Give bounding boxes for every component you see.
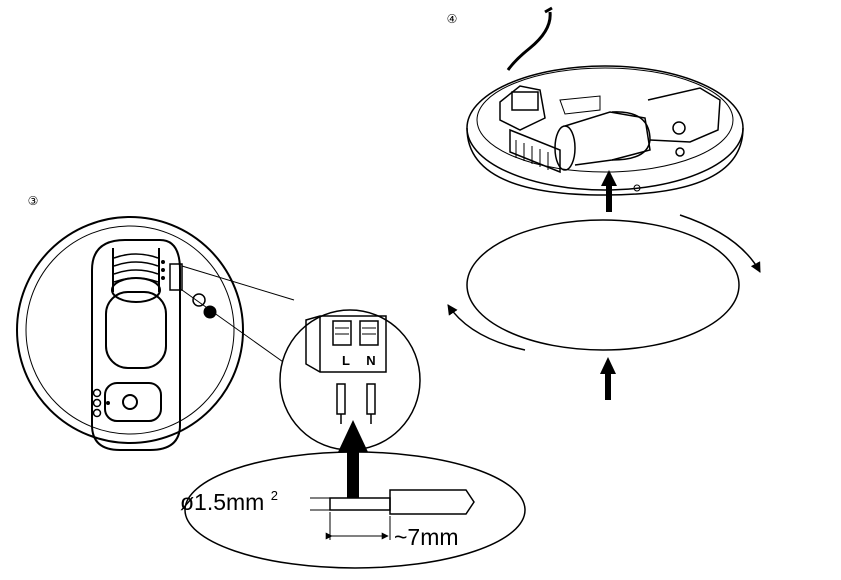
- step-3: ③: [16, 194, 526, 569]
- terminal-label-N: N: [366, 353, 375, 368]
- detector-cover: [466, 219, 740, 351]
- upward-arrow-icon: [601, 170, 617, 212]
- terminal-zoom: L N: [279, 309, 421, 451]
- terminal-label-L: L: [342, 353, 350, 368]
- detector-base: [16, 216, 244, 451]
- wire-strip-length-label: ~7mm: [394, 524, 459, 550]
- wire-diameter-text: ø1.5mm: [180, 489, 264, 515]
- wire-detail: ø1.5mm 2 ~7mm: [180, 420, 526, 569]
- zoom-leader-lines: [181, 265, 295, 365]
- wire-icon: [310, 489, 475, 540]
- step-3-number: ③: [28, 194, 39, 208]
- wire-ends-icon: [336, 383, 376, 424]
- wire-diameter-sup: 2: [271, 488, 278, 503]
- rotation-arrow-icon: [447, 304, 526, 351]
- step-4: ④: [447, 6, 761, 400]
- insertion-arrow-icon: [338, 420, 368, 498]
- wire-diameter-label: ø1.5mm 2: [180, 488, 278, 515]
- mounted-base: [466, 6, 744, 196]
- rotation-arrows: [447, 214, 761, 351]
- step-4-number: ④: [447, 12, 458, 26]
- step-4-number-text: ④: [447, 12, 458, 26]
- rotation-arrow-icon: [679, 214, 761, 273]
- terminal-block-icon: [305, 315, 387, 373]
- step-3-number-text: ③: [28, 194, 39, 208]
- upward-arrow-bottom-icon: [600, 357, 616, 400]
